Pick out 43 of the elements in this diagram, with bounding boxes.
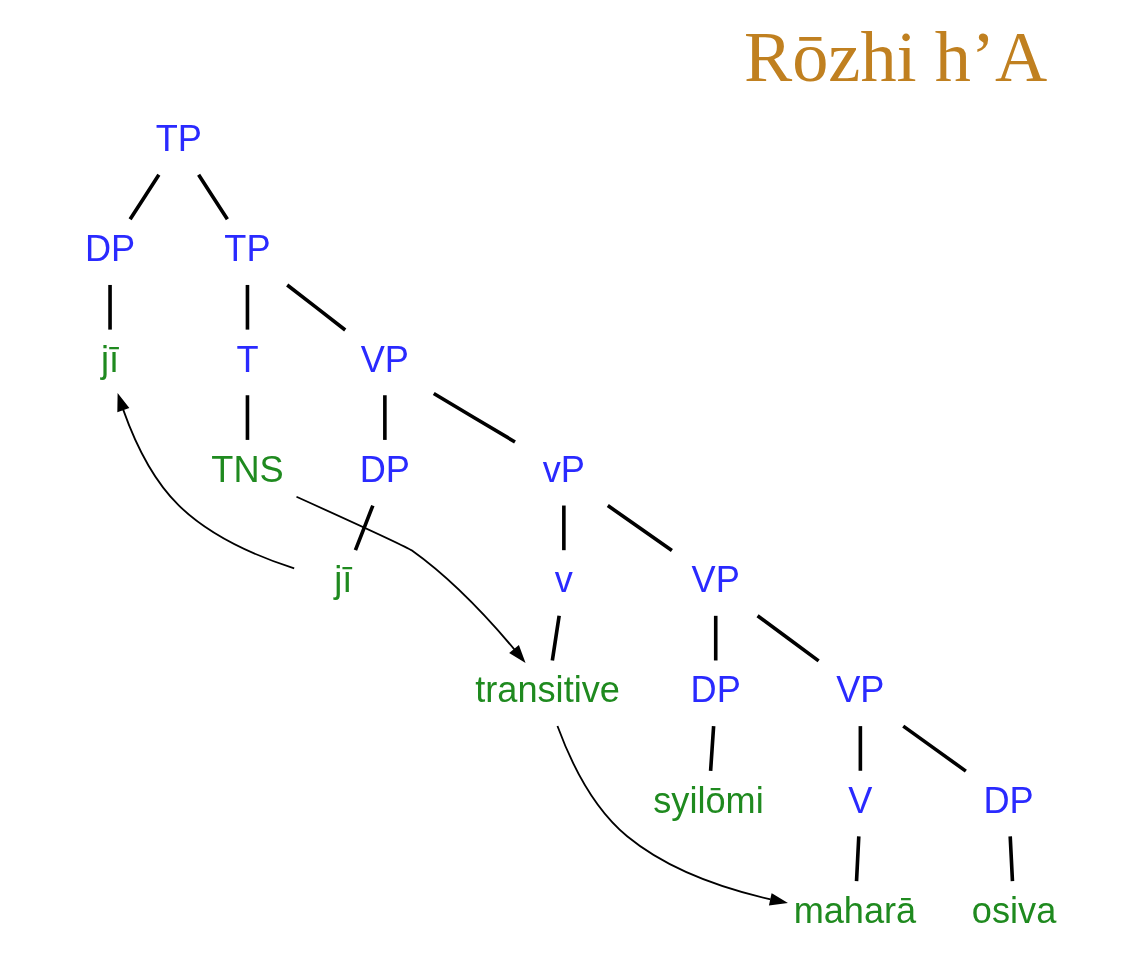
node-text: VP [836, 669, 885, 711]
connector [353, 504, 375, 551]
node-text: vP [542, 448, 585, 490]
connector [245, 395, 250, 440]
connector [286, 283, 347, 332]
node-text: DP [359, 448, 410, 490]
node-text: T [236, 338, 259, 380]
arrow [295, 495, 526, 663]
connector [550, 615, 561, 661]
arrow [117, 392, 296, 570]
connector [756, 614, 820, 663]
node-text: DP [690, 669, 741, 711]
connector [562, 505, 566, 551]
node-text: jī [334, 559, 353, 601]
node-text: v [554, 559, 573, 601]
node-text: TP [224, 228, 271, 270]
node-text: maharā [793, 890, 917, 932]
node-text: transitive [475, 669, 620, 711]
node-text: DP [84, 228, 136, 270]
connector [197, 173, 229, 221]
connector [708, 726, 716, 771]
node-text: TNS [211, 448, 284, 490]
arrow [556, 725, 788, 906]
node-text: osiva [971, 890, 1057, 932]
connector [858, 726, 863, 771]
node-text: VP [360, 338, 409, 380]
node-text: jī [101, 338, 120, 380]
connector [606, 504, 673, 553]
node-text: DP [983, 779, 1034, 821]
connector [245, 284, 250, 330]
connector [713, 615, 718, 661]
connector [1008, 836, 1015, 882]
node-text: TP [155, 118, 202, 160]
connector [128, 173, 161, 221]
node-text: VP [691, 559, 740, 601]
diagram-title: Rōzhi h’A [743, 16, 1048, 97]
connector [383, 395, 387, 440]
node-text: syilōmi [653, 779, 764, 821]
node-text: V [848, 779, 873, 821]
connector [902, 724, 967, 773]
connector [854, 836, 861, 882]
connector [108, 284, 112, 330]
connector [432, 391, 516, 444]
